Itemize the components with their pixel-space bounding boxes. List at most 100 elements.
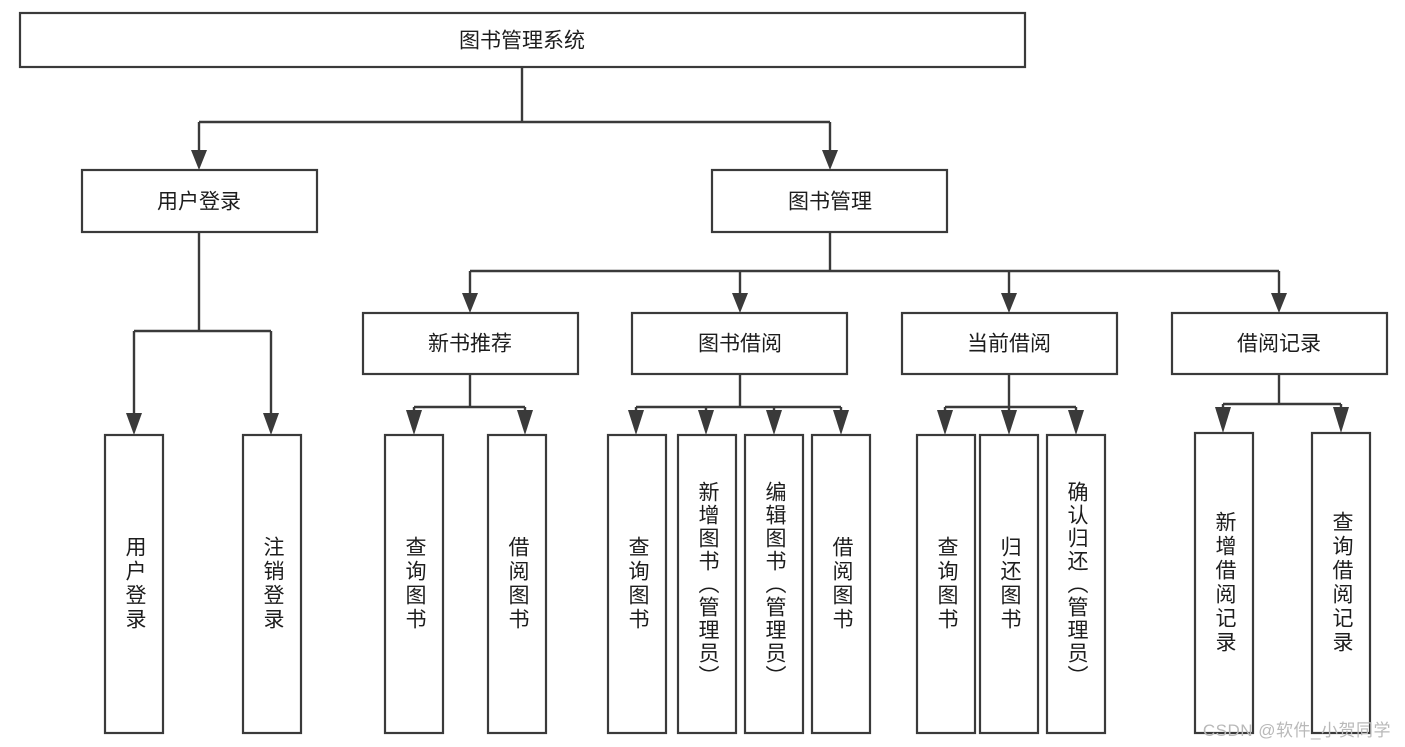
arrowhead-leaf-user-login xyxy=(126,413,142,435)
connector-group-new-book-recommend xyxy=(406,374,533,435)
arrowhead-book-management xyxy=(822,150,838,170)
node-leaf-logout-login-label: 注销登录 xyxy=(261,536,284,632)
node-book-borrow-box[interactable] xyxy=(630,311,849,376)
arrowhead-leaf-query-book-1 xyxy=(406,410,422,435)
node-leaf-query-book-2-textwrap: 查询图书 xyxy=(626,536,649,632)
node-leaf-borrow-book-1-box[interactable] xyxy=(486,433,548,735)
node-leaf-query-book-3-textwrap: 查询图书 xyxy=(935,536,958,632)
node-leaf-add-borrow-record[interactable]: 新增借阅记录 xyxy=(1193,431,1255,735)
node-current-borrow[interactable]: 当前借阅 xyxy=(900,311,1119,376)
node-leaf-borrow-book-2-textwrap: 借阅图书 xyxy=(830,536,853,632)
node-leaf-user-login-box[interactable] xyxy=(103,433,165,735)
arrowhead-leaf-edit-book xyxy=(766,410,782,435)
node-leaf-query-borrow-record-textwrap: 查询借阅记录 xyxy=(1330,511,1353,655)
node-leaf-add-borrow-record-textwrap: 新增借阅记录 xyxy=(1213,511,1236,655)
node-leaf-query-book-1[interactable]: 查询图书 xyxy=(383,433,445,735)
node-new-book-recommend-label: 新书推荐 xyxy=(428,333,512,356)
node-user-login-box[interactable] xyxy=(80,168,319,234)
node-leaf-user-login-label: 用户登录 xyxy=(123,536,146,632)
arrowhead-leaf-query-book-3 xyxy=(937,410,953,435)
node-new-book-recommend[interactable]: 新书推荐 xyxy=(361,311,580,376)
node-leaf-query-book-2[interactable]: 查询图书 xyxy=(606,433,668,735)
arrowhead-leaf-logout-login xyxy=(263,413,279,435)
node-leaf-return-book-label: 归还图书 xyxy=(998,536,1021,632)
node-borrow-record-label: 借阅记录 xyxy=(1237,333,1321,356)
node-root-box[interactable] xyxy=(18,11,1027,69)
connector-group-book-management xyxy=(462,232,1287,313)
node-leaf-edit-book-label: 编辑图书（管理员） xyxy=(763,480,786,688)
node-leaf-confirm-return[interactable]: 确认归还（管理员） xyxy=(1045,433,1107,735)
node-book-management-box[interactable] xyxy=(710,168,949,234)
node-leaf-confirm-return-box[interactable] xyxy=(1045,433,1107,735)
node-leaf-add-book[interactable]: 新增图书（管理员） xyxy=(676,433,738,735)
node-leaf-return-book-textwrap: 归还图书 xyxy=(998,536,1021,632)
arrowhead-new-book-recommend xyxy=(462,293,478,313)
arrowhead-leaf-query-book-2 xyxy=(628,410,644,435)
node-leaf-query-book-3-label: 查询图书 xyxy=(935,536,958,632)
node-leaf-query-book-1-box[interactable] xyxy=(383,433,445,735)
node-book-management[interactable]: 图书管理 xyxy=(710,168,949,234)
node-leaf-add-book-textwrap: 新增图书（管理员） xyxy=(696,480,719,688)
node-leaf-borrow-book-2-box[interactable] xyxy=(810,433,872,735)
node-leaf-confirm-return-label: 确认归还（管理员） xyxy=(1065,480,1088,688)
connector-group-book-borrow xyxy=(628,374,849,435)
node-book-borrow[interactable]: 图书借阅 xyxy=(630,311,849,376)
node-leaf-logout-login[interactable]: 注销登录 xyxy=(241,433,303,735)
node-borrow-record-box[interactable] xyxy=(1170,311,1389,376)
node-leaf-borrow-book-2-label: 借阅图书 xyxy=(830,536,853,632)
node-leaf-add-book-label: 新增图书（管理员） xyxy=(696,480,719,688)
node-leaf-edit-book-box[interactable] xyxy=(743,433,805,735)
arrowhead-current-borrow xyxy=(1001,293,1017,313)
node-root-label: 图书管理系统 xyxy=(459,30,585,53)
node-user-login[interactable]: 用户登录 xyxy=(80,168,319,234)
node-leaf-logout-login-textwrap: 注销登录 xyxy=(261,536,284,632)
arrowhead-user-login xyxy=(191,150,207,170)
arrowhead-leaf-confirm-return xyxy=(1068,410,1084,435)
arrowhead-leaf-add-borrow-record xyxy=(1215,407,1231,433)
arrowhead-leaf-return-book xyxy=(1001,410,1017,435)
connector-group-current-borrow xyxy=(937,374,1084,435)
node-borrow-record[interactable]: 借阅记录 xyxy=(1170,311,1389,376)
node-leaf-add-borrow-record-box[interactable] xyxy=(1193,431,1255,735)
node-leaf-add-book-box[interactable] xyxy=(676,433,738,735)
node-leaf-query-borrow-record-label: 查询借阅记录 xyxy=(1330,511,1353,655)
node-leaf-query-book-1-label: 查询图书 xyxy=(403,536,426,632)
node-leaf-edit-book[interactable]: 编辑图书（管理员） xyxy=(743,433,805,735)
node-root[interactable]: 图书管理系统 xyxy=(18,11,1027,69)
connector-group-user-login xyxy=(126,232,279,435)
node-book-management-label: 图书管理 xyxy=(788,191,872,214)
node-leaf-borrow-book-2[interactable]: 借阅图书 xyxy=(810,433,872,735)
node-leaf-add-borrow-record-label: 新增借阅记录 xyxy=(1213,511,1236,655)
node-leaf-logout-login-box[interactable] xyxy=(241,433,303,735)
arrowhead-leaf-query-borrow-record xyxy=(1333,407,1349,433)
node-user-login-label: 用户登录 xyxy=(157,191,241,214)
node-leaf-edit-book-textwrap: 编辑图书（管理员） xyxy=(763,480,786,688)
arrowhead-leaf-borrow-book-2 xyxy=(833,410,849,435)
node-leaf-borrow-book-1-textwrap: 借阅图书 xyxy=(506,536,529,632)
node-leaf-user-login[interactable]: 用户登录 xyxy=(103,433,165,735)
node-current-borrow-label: 当前借阅 xyxy=(967,333,1051,356)
node-leaf-return-book[interactable]: 归还图书 xyxy=(978,433,1040,735)
node-leaf-borrow-book-1-label: 借阅图书 xyxy=(506,536,529,632)
node-leaf-query-borrow-record[interactable]: 查询借阅记录 xyxy=(1310,431,1372,735)
node-leaf-return-book-box[interactable] xyxy=(978,433,1040,735)
watermark-text: CSDN @软件_小贺同学 xyxy=(1202,721,1391,740)
connector-group-borrow-record xyxy=(1215,374,1349,433)
node-leaf-user-login-textwrap: 用户登录 xyxy=(123,536,146,632)
node-leaf-query-book-3[interactable]: 查询图书 xyxy=(915,433,977,735)
node-leaf-query-book-3-box[interactable] xyxy=(915,433,977,735)
node-leaf-borrow-book-1[interactable]: 借阅图书 xyxy=(486,433,548,735)
node-leaf-query-book-2-label: 查询图书 xyxy=(626,536,649,632)
node-current-borrow-box[interactable] xyxy=(900,311,1119,376)
node-leaf-query-borrow-record-box[interactable] xyxy=(1310,431,1372,735)
arrowhead-leaf-borrow-book-1 xyxy=(517,410,533,435)
arrowhead-book-borrow xyxy=(732,293,748,313)
node-new-book-recommend-box[interactable] xyxy=(361,311,580,376)
connector-group-root xyxy=(191,67,838,170)
node-leaf-query-book-1-textwrap: 查询图书 xyxy=(403,536,426,632)
arrowhead-borrow-record xyxy=(1271,293,1287,313)
node-book-borrow-label: 图书借阅 xyxy=(698,333,782,356)
node-leaf-query-book-2-box[interactable] xyxy=(606,433,668,735)
